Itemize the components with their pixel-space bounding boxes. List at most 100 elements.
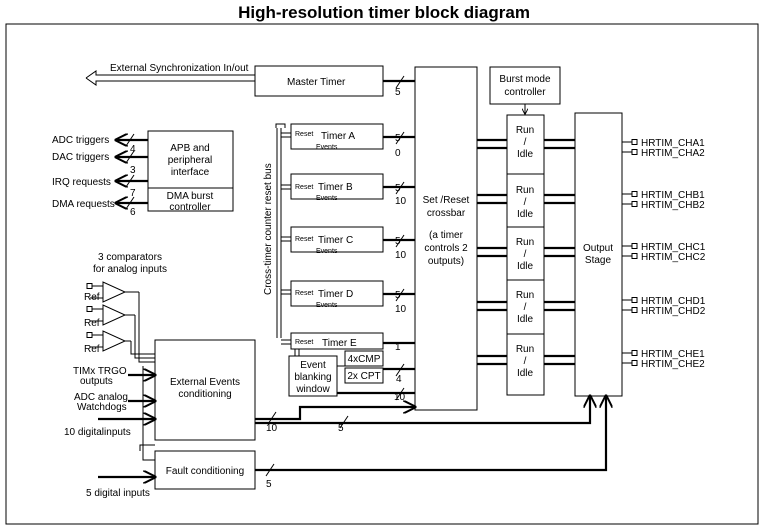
master-timer-label: Master Timer: [287, 77, 346, 88]
run-idle-e-run: Run: [516, 344, 534, 355]
timer-d-label: Timer D: [318, 289, 353, 300]
ref-label-2: Ref: [84, 318, 100, 329]
ext-events-count-5: 5: [338, 423, 344, 434]
irq-requests-count: 7: [130, 188, 136, 199]
trgo-label-2: outputs: [80, 376, 113, 387]
timer-d-count-5: 5: [395, 290, 401, 301]
output-chc2: HRTIM_CHC2: [641, 252, 706, 263]
fault-count-5: 5: [266, 479, 272, 490]
blanking-label-2: blanking: [294, 372, 331, 383]
timer-a-slash: [395, 131, 405, 145]
output-chd2: HRTIM_CHD2: [641, 306, 706, 317]
adc-wd-label-1: ADC analog: [74, 392, 128, 403]
output-chb2: HRTIM_CHB2: [641, 200, 705, 211]
timer-c-events: Events: [316, 248, 338, 255]
output-stage-box: [574, 112, 623, 397]
digital-5-label: 5 digital inputs: [86, 488, 150, 499]
output-che2: HRTIM_CHE2: [641, 359, 705, 370]
fault-label: Fault conditioning: [166, 466, 244, 477]
burst-controller-box: [489, 66, 561, 105]
timer-d-count-10: 10: [395, 304, 407, 315]
comparator-2: [86, 304, 135, 326]
fault-from-comparators: [139, 444, 155, 451]
run-idle-a-slash: /: [524, 137, 527, 148]
adc-triggers-count: 4: [130, 144, 136, 155]
burst-label-2: controller: [504, 87, 546, 98]
output-che1: HRTIM_CHE1: [641, 349, 705, 360]
run-idle-e-idle: Idle: [517, 368, 534, 379]
timer-b-label: Timer B: [318, 182, 353, 193]
timer-d-events: Events: [316, 302, 338, 309]
run-idle-e: Run / Idle: [516, 344, 534, 379]
timer-a-reset: Reset: [295, 131, 313, 138]
cpt-label: 2x CPT: [347, 371, 380, 382]
crossbar-label-2: crossbar: [427, 208, 466, 219]
adc-wd-label-2: Watchdogs: [77, 402, 127, 413]
cmp-count-4: 4: [396, 374, 402, 385]
blanking-count-10: 10: [394, 392, 406, 403]
run-idle-a-idle: Idle: [517, 149, 534, 160]
timer-e-box: [290, 332, 384, 350]
blanking-slash: [395, 387, 405, 401]
comparators-label-1: 3 comparators: [98, 252, 162, 263]
timer-e-count-1: 1: [395, 342, 401, 353]
dma-requests-count: 6: [130, 207, 136, 218]
crossbar-box: [414, 66, 478, 411]
apb-arrows: [116, 134, 148, 209]
blanking-label-1: Event: [300, 360, 326, 371]
dac-triggers-label: DAC triggers: [52, 152, 109, 163]
crossbar-label-5: outputs): [428, 256, 464, 267]
run-idle-d: Run / Idle: [516, 290, 534, 325]
timer-b-count-10: 10: [395, 196, 407, 207]
digital-10-label: 10 digitalinputs: [64, 427, 131, 438]
run-idle-a: Run / Idle: [516, 125, 534, 160]
run-idle-e-slash: /: [524, 356, 527, 367]
ext-event-inputs: [98, 375, 155, 419]
ext-sync-label: External Synchronization In/out: [110, 63, 249, 74]
output-stage-label-2: Stage: [585, 255, 612, 266]
adc-triggers-label: ADC triggers: [52, 135, 109, 146]
output-stage-label-1: Output: [583, 243, 613, 254]
comparator-1: [86, 281, 139, 303]
run-idle-c-slash: /: [524, 249, 527, 260]
cmp-slash: [395, 363, 405, 377]
master-timer-box: [254, 65, 384, 97]
timer-c-label: Timer C: [318, 235, 353, 246]
blanking-label-3: window: [295, 384, 330, 395]
run-idle-d-idle: Idle: [517, 314, 534, 325]
blanking-uplinks: [294, 349, 300, 356]
ext-events-bus-5: [255, 396, 590, 425]
ext-events-label-2: conditioning: [178, 389, 231, 400]
run-idle-a-run: Run: [516, 125, 534, 136]
dma-label-2: controller: [169, 202, 211, 213]
apb-interface-box: [147, 130, 234, 212]
output-chd1: HRTIM_CHD1: [641, 296, 706, 307]
ext-events-bus-10: [255, 407, 415, 421]
channel-lines: [477, 138, 575, 366]
master-bus-count: 5: [395, 87, 401, 98]
comparator-feeds: [130, 292, 155, 363]
outer-frame: [5, 23, 759, 525]
cpt-box: [344, 367, 384, 384]
timer-b-reset: Reset: [295, 184, 313, 191]
ext-events-slash-5: [339, 415, 349, 429]
run-idle-b-idle: Idle: [517, 209, 534, 220]
run-idle-d-run: Run: [516, 290, 534, 301]
ext-events-count-10: 10: [266, 423, 278, 434]
ext-events-box: [154, 339, 256, 441]
timer-e-reset: Reset: [295, 339, 313, 346]
dma-requests-label: DMA requests: [52, 199, 115, 210]
cmp-box: [344, 350, 384, 367]
output-cha2: HRTIM_CHA2: [641, 148, 705, 159]
run-idle-b-slash: /: [524, 197, 527, 208]
timer-a-events: Events: [316, 144, 338, 151]
burst-label-1: Burst mode: [499, 74, 551, 85]
trgo-label-1: TIMx TRGO: [73, 366, 127, 377]
comparator-3: [86, 330, 131, 352]
apb-label-2: peripheral: [168, 155, 212, 166]
timer-c-box: [290, 226, 384, 253]
timer-a-count-5: 5: [395, 133, 401, 144]
cross-timer-reset-bus: [275, 123, 291, 345]
diagram-title: High-resolution timer block diagram: [238, 3, 530, 22]
